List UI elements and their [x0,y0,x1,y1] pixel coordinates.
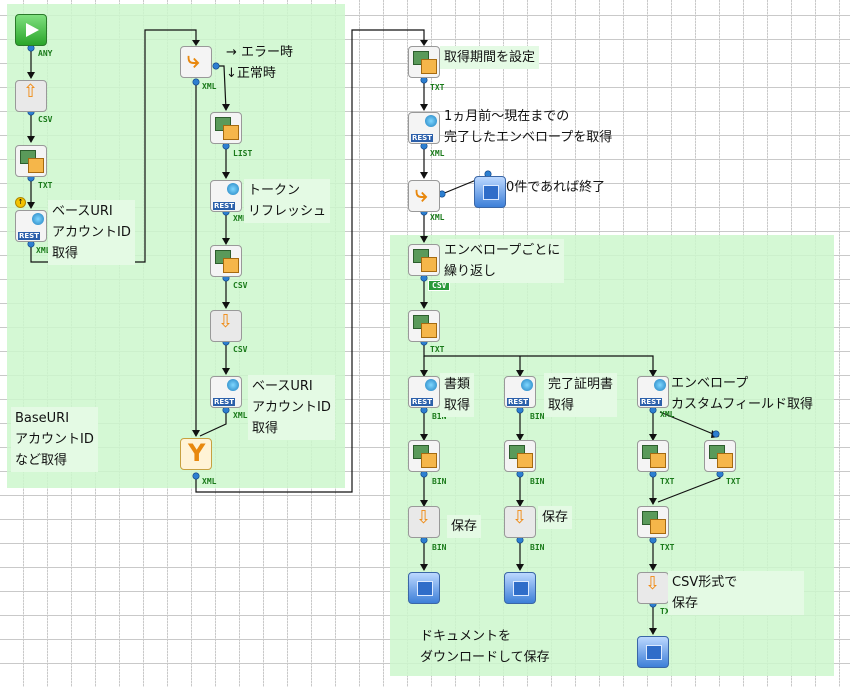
rest-get-envelopes-icon[interactable] [408,112,440,144]
custom-field-convert-b-icon[interactable] [704,440,736,472]
set-period-convert-icon[interactable] [408,46,440,78]
loop-envelope-convert-icon[interactable] [408,244,440,276]
tag-list: LIST [233,149,253,158]
tag-bin-cert2: BIN [530,477,545,486]
tag-txt-custom-merge: TXT [660,543,675,552]
rest-token-refresh-icon[interactable] [210,180,242,212]
label-baseuri-region: BaseURI アカウントID など取得 [11,407,98,472]
merge-icon[interactable] [180,438,212,470]
csv-to-txt-convert-2-icon[interactable] [408,310,440,342]
tag-xml: XML [36,246,51,255]
custom-field-merge-convert-icon[interactable] [637,506,669,538]
tag-csv-mid: CSV [233,281,248,290]
label-save-1: 保存 [447,515,482,538]
tag-bin-doc: BIN [432,412,446,421]
rest-custom-field-icon[interactable] [637,376,669,408]
tag-txt-loop: TXT [430,345,445,354]
tag-bin-doc3: BIN [432,543,447,552]
tag-txt-custom-a: TXT [660,477,675,486]
tag-txt-custom-b: TXT [726,477,741,486]
label-base-uri-get-2: ベースURI アカウントID 取得 [248,375,335,440]
tag-bin-cert3: BIN [530,543,545,552]
label-error-normal: → エラー時 ↓正常時 [226,45,294,81]
end-icon[interactable] [474,176,506,208]
label-doc-get: 書類 取得 [440,373,475,417]
zero-count-branch-icon[interactable] [408,180,440,212]
custom-field-end-icon[interactable] [637,636,669,668]
label-per-envelope: エンベロープごとに 繰り返し [440,239,565,283]
label-set-period: 取得期間を設定 [440,46,540,69]
doc-end-icon[interactable] [408,572,440,604]
label-get-envelopes: 1ヵ月前〜現在までの 完了したエンベロープを取得 [444,109,613,145]
label-save-2: 保存 [538,506,573,529]
rest-cert-get-icon[interactable] [504,376,536,408]
doc-save-file-icon[interactable] [408,506,440,538]
tag-xml-merge: XML [202,477,217,486]
label-download-region: ドキュメントを ダウンロードして保存 [420,629,550,665]
csv-write-file-icon[interactable] [210,310,242,342]
rest-base-uri-icon[interactable] [15,210,47,242]
error-branch-icon[interactable] [180,46,212,78]
label-base-uri-get: ベースURI アカウントID 取得 [48,200,135,265]
label-token-refresh: トークン リフレッシュ [244,179,331,223]
label-zero-end: 0件であれば終了 [506,180,606,195]
tag-csv-mid2: CSV [233,345,248,354]
tag-xml-envelopes: XML [430,149,445,158]
csv-save-file-icon[interactable] [637,572,669,604]
tag-xml-mid: XML [233,411,248,420]
cert-save-file-icon[interactable] [504,506,536,538]
start-icon[interactable] [15,14,47,46]
tag-xml-branch: XML [202,82,217,91]
label-custom-field-get: エンベロープ カスタムフィールド取得 [671,376,813,412]
rest-doc-get-icon[interactable] [408,376,440,408]
custom-field-convert-a-icon[interactable] [637,440,669,472]
tag-bin-doc2: BIN [432,477,447,486]
tag-xml-token: XML [233,214,248,223]
tag-any: ANY [38,49,53,58]
tag-bin-cert: BIN [530,412,545,421]
tag-xml-branch2: XML [430,213,445,222]
doc-convert-icon[interactable] [408,440,440,472]
csv-read-file-icon[interactable] [15,80,47,112]
warning-icon: ↑ [15,197,26,208]
label-csv-save: CSV形式で 保存 [668,571,804,615]
tag-xml-custom: XML [660,410,675,419]
tag-txt-csv-save: TXT [660,607,674,616]
tag-csv-box: CSV [428,280,451,291]
tag-txt: TXT [38,181,53,190]
cert-end-icon[interactable] [504,572,536,604]
rest-base-uri-2-icon[interactable] [210,376,242,408]
xml-to-list-convert-icon[interactable] [210,112,242,144]
label-cert-get: 完了証明書 取得 [544,373,618,417]
cert-convert-icon[interactable] [504,440,536,472]
tag-csv: CSV [38,115,53,124]
csv-to-txt-convert-icon[interactable] [15,145,47,177]
tag-txt-period: TXT [430,83,445,92]
xml-to-csv-convert-icon[interactable] [210,245,242,277]
